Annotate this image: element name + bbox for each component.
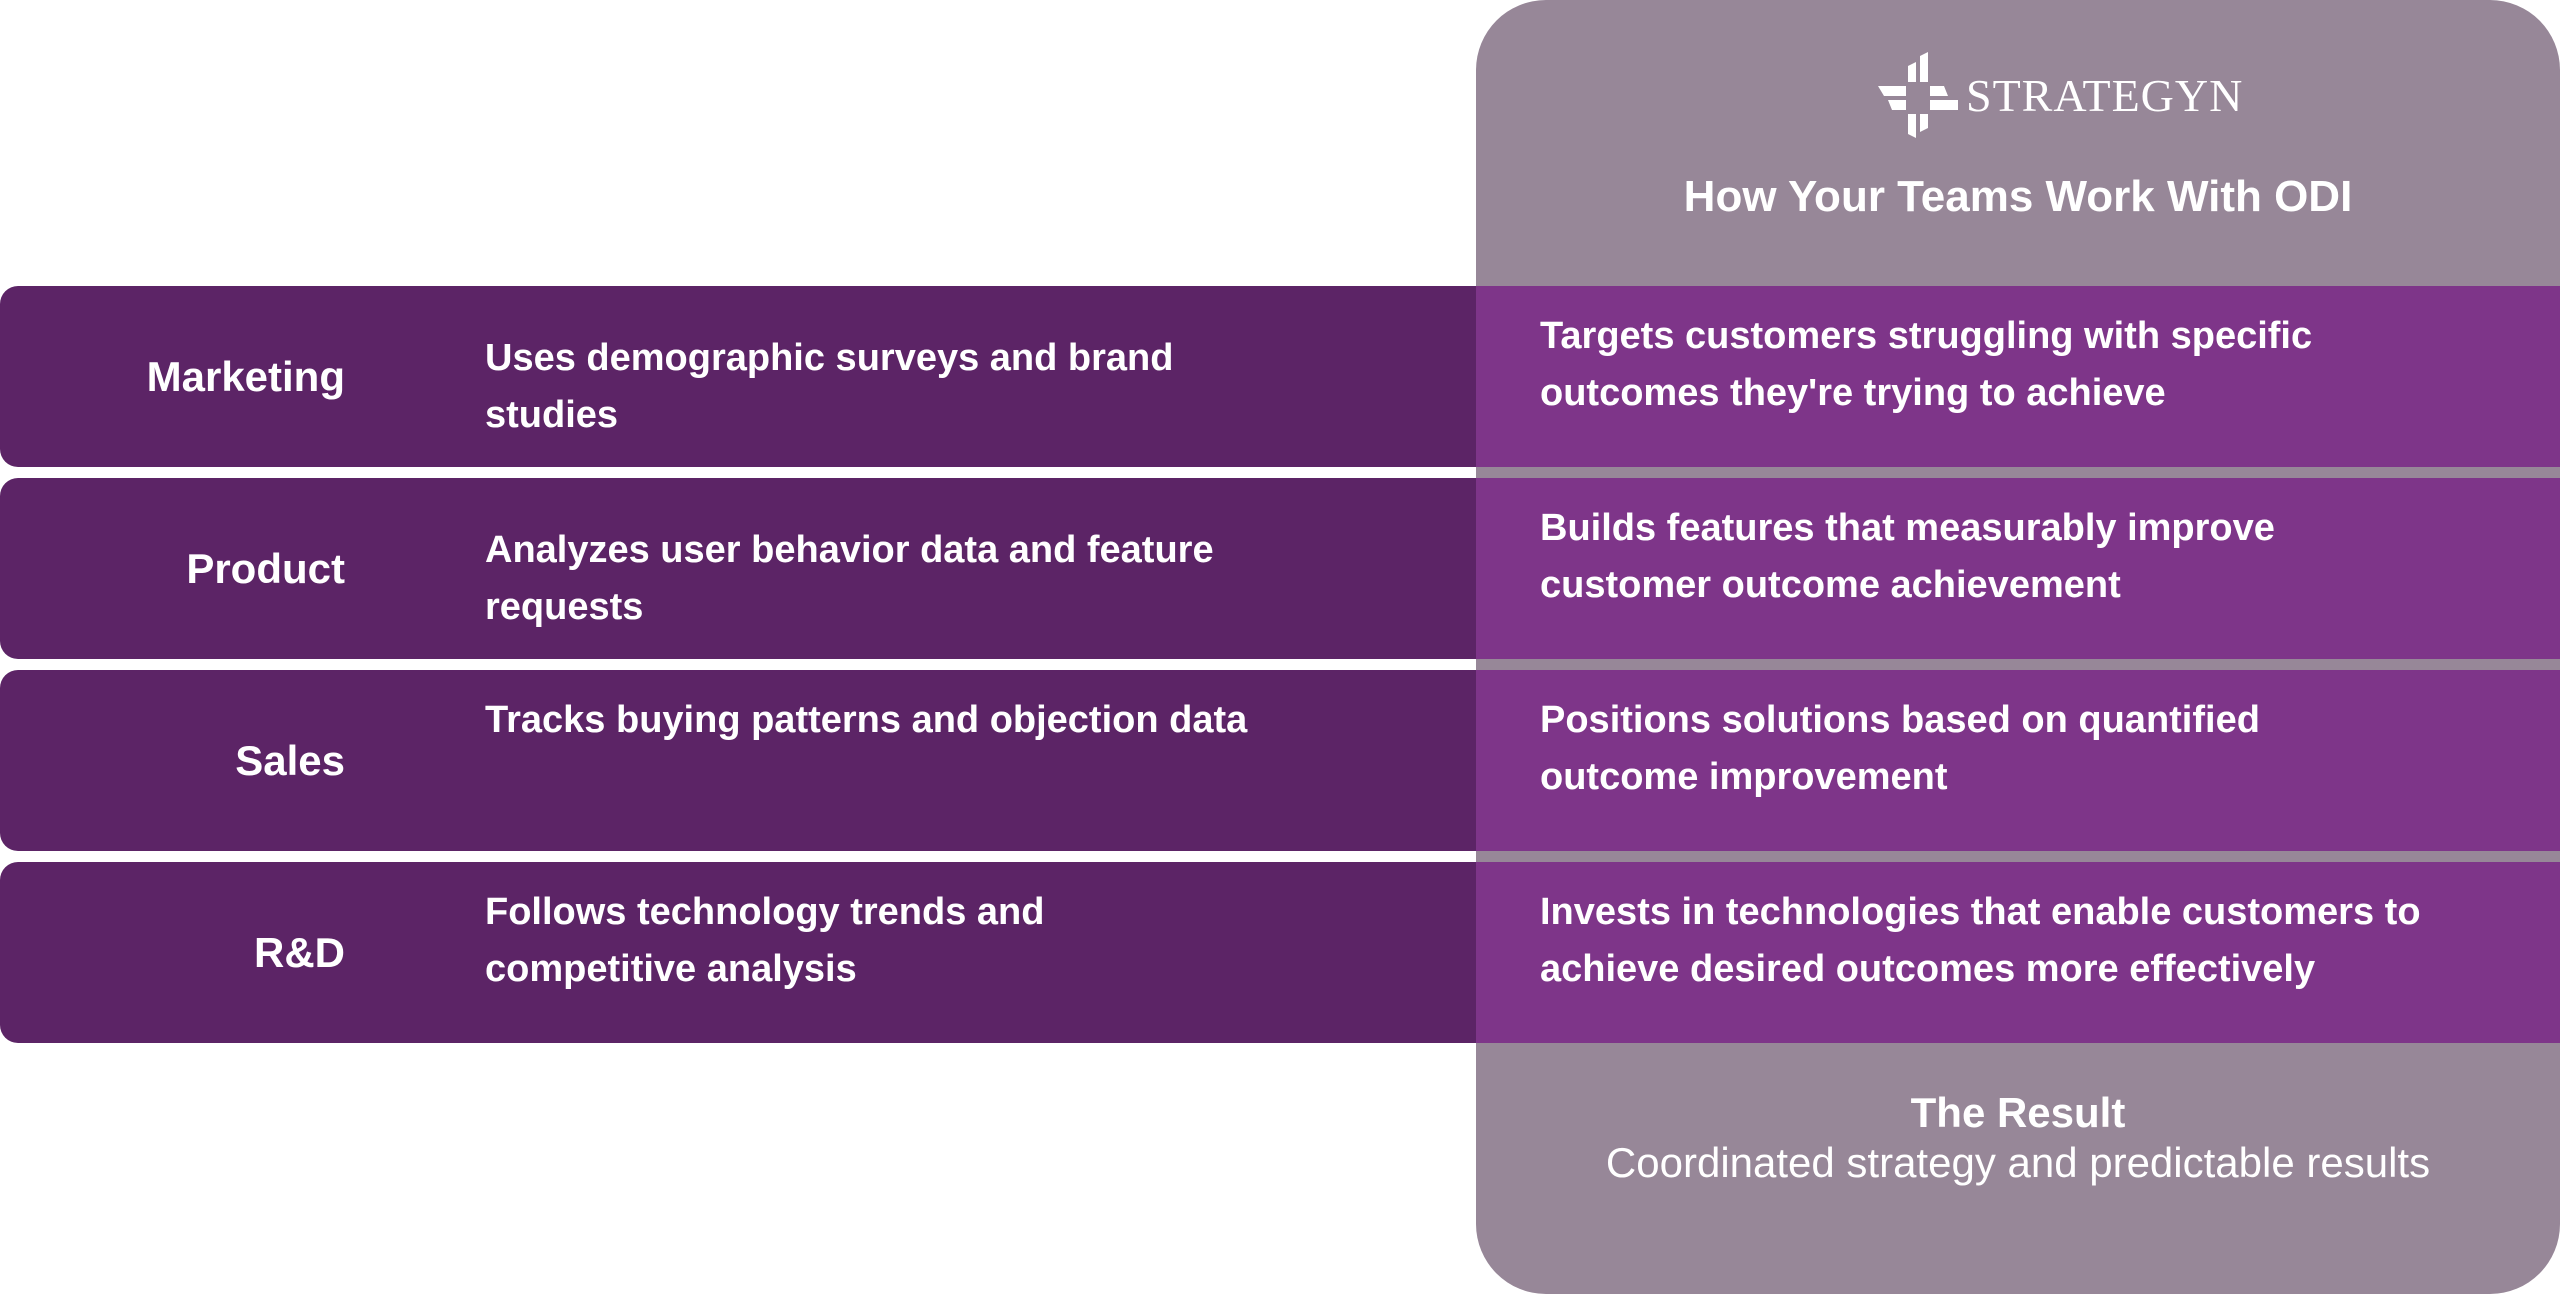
today-description: Uses demographic surveys and brand studi…: [485, 337, 1174, 436]
row-today-sales: Sales Tracks buying patterns and objecti…: [0, 670, 1476, 851]
result-title: The Result: [792, 1089, 1008, 1136]
result-text: Coordinated strategy and predictable res…: [1605, 1139, 2431, 1186]
row-odi-marketing: Targets customers struggling with specif…: [1476, 286, 2560, 467]
header-today: How Your Teams Work Today: [433, 172, 1043, 221]
strategyn-mark-icon: [1878, 52, 1958, 138]
row-odi-sales: Positions solutions based on quantified …: [1476, 670, 2560, 851]
odi-description: Invests in technologies that enable cust…: [1540, 891, 2421, 990]
logo-text: STRATEGYN: [1966, 69, 2244, 121]
row-odi-product: Builds features that measurably improve …: [1476, 478, 2560, 659]
team-label: Product: [186, 544, 345, 592]
result-today: The Result Strategic misalignment and wa…: [500, 1088, 1300, 1238]
today-description: Tracks buying patterns and objection dat…: [485, 699, 1248, 741]
odi-description: Builds features that measurably improve …: [1540, 507, 2275, 606]
result-text: Strategic misalignment and wasted resour…: [574, 1139, 1226, 1236]
today-description: Follows technology trends and competitiv…: [485, 891, 1045, 990]
result-odi: The Result Coordinated strategy and pred…: [1476, 1088, 2560, 1188]
row-today-marketing: Marketing Uses demographic surveys and b…: [0, 286, 1476, 467]
strategyn-logo: STRATEGYN: [1878, 52, 2243, 138]
header-odi: How Your Teams Work With ODI: [1683, 172, 2353, 221]
odi-description: Positions solutions based on quantified …: [1540, 699, 2260, 798]
team-label: Sales: [235, 736, 345, 784]
result-title: The Result: [1910, 1089, 2126, 1136]
row-today-product: Product Analyzes user behavior data and …: [0, 478, 1476, 659]
team-label: Marketing: [146, 352, 345, 400]
odi-description: Targets customers struggling with specif…: [1540, 315, 2313, 414]
row-odi-rnd: Invests in technologies that enable cust…: [1476, 862, 2560, 1043]
today-description: Analyzes user behavior data and feature …: [485, 529, 1214, 628]
team-label: R&D: [254, 928, 345, 976]
row-today-rnd: R&D Follows technology trends and compet…: [0, 862, 1476, 1043]
